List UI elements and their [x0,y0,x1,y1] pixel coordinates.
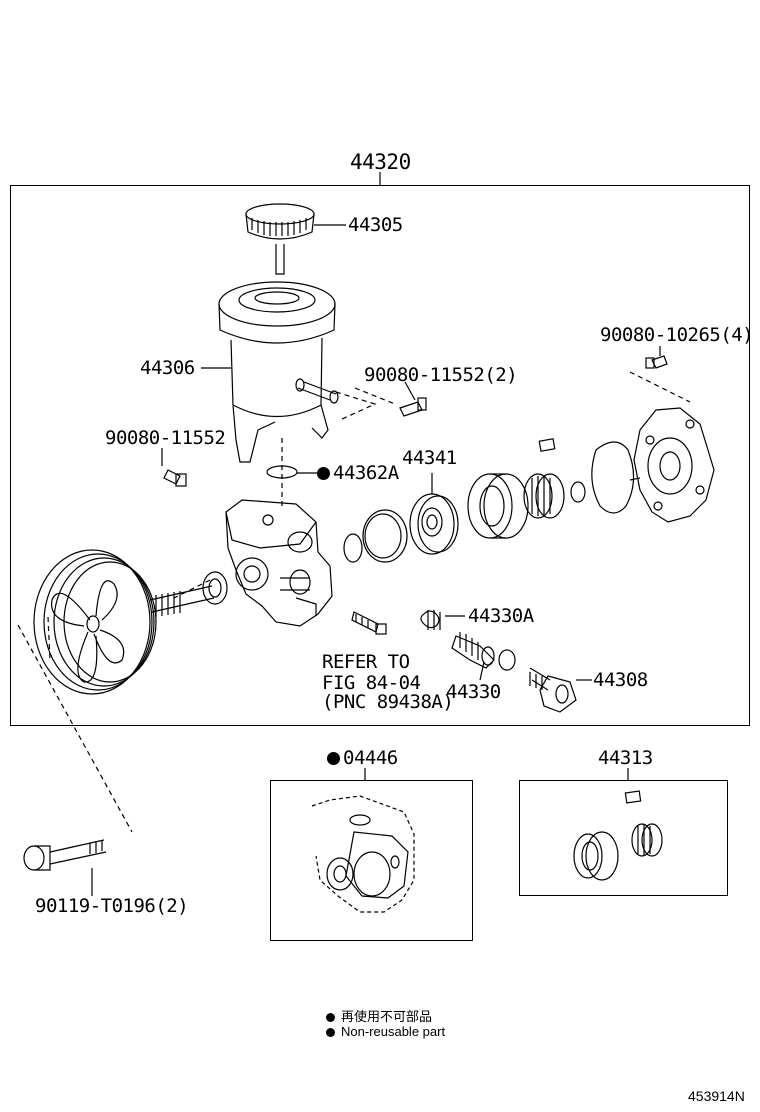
assembly-frame [10,185,750,726]
cam-ring-part [467,473,529,539]
spring-a-part [420,610,465,630]
legend-jp: 再使用不可部品 [326,1006,432,1025]
rear-cover-part [629,407,715,523]
valve-ring [498,649,516,671]
pump-body-part [225,499,333,627]
pulley-bolt-part [23,839,107,896]
cam-kit-label: 44313 [598,747,653,769]
gasket-kit-drawing [311,768,415,913]
small-ring [343,533,363,563]
reservoir-label: 44306 [140,357,195,379]
bolt-small-1 [399,381,427,417]
rotor-part [523,438,565,519]
bolt-upper-right-label: 90080-10265(4) [600,324,754,346]
pulley-part [33,549,157,695]
spring-a-label: 44330A [468,605,534,627]
assembly-label: 44320 [350,150,411,174]
gasket-kit-label: 04446 [327,749,398,768]
non-reusable-marker-icon [317,467,330,480]
refer-line-1: REFER TO [322,651,410,673]
snap-ring [570,481,586,503]
bolt-small-2 [161,448,187,487]
seal-part [409,473,459,555]
seal-label: 44341 [402,447,457,469]
bolt-left-label: 90080-11552 [105,427,226,449]
valve-part [451,632,495,681]
cam-kit-frame [519,780,728,896]
union-part [529,667,592,713]
cap-part [245,203,346,275]
cap-label: 44305 [348,214,403,236]
refer-line-3: (PNC 89438A) [322,691,454,713]
legend-en: Non-reusable part [326,1024,445,1039]
oring-label: 44362A [317,464,399,483]
gasket-part [591,441,635,514]
non-reusable-marker-icon [327,752,340,765]
o-ring-large [362,509,408,563]
bolt-small-3 [645,346,668,369]
cam-kit-drawing [573,790,663,881]
bullet-icon [326,1028,335,1038]
bolt-reservoir-label: 90080-11552(2) [364,364,518,386]
refer-line-2: FIG 84-04 [322,672,421,694]
pulley-bolt-label: 90119-T0196(2) [35,895,189,917]
gasket-kit-frame [270,780,473,941]
shaft-part [149,571,228,617]
reservoir-part [201,281,339,463]
bullet-icon [326,1013,335,1023]
union-label: 44308 [593,669,648,691]
valve-label: 44330 [446,681,501,703]
figure-code: 453914N [688,1088,745,1104]
sensor-part [351,611,387,635]
